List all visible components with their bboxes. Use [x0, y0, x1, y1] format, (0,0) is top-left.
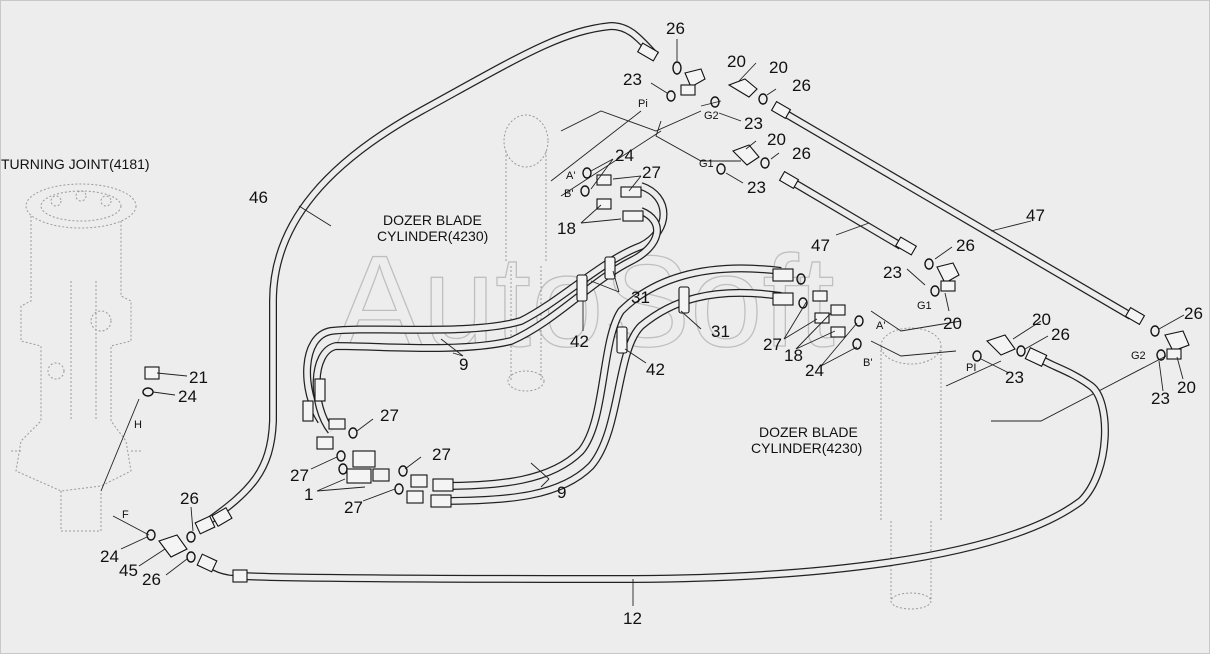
callout-9: 9	[459, 355, 468, 374]
callout-20: 20	[767, 130, 786, 149]
clamps	[576, 256, 690, 354]
callout-18: 18	[784, 346, 803, 365]
port-pi-top: Pi	[638, 98, 648, 110]
callout-42: 42	[570, 332, 589, 351]
callout-23: 23	[1005, 368, 1024, 387]
fittings-manifold	[302, 378, 454, 508]
hose-47-short	[788, 177, 904, 250]
hose-12	[200, 355, 1109, 584]
callout-45: 45	[119, 561, 138, 580]
right-cylinder-drawing	[880, 327, 942, 610]
turning-joint-drawing	[11, 183, 141, 532]
callout-23: 23	[744, 114, 763, 133]
callout-26: 26	[792, 76, 811, 95]
callout-20: 20	[727, 52, 746, 71]
port-b-right: B'	[863, 357, 872, 369]
callout-9: 9	[557, 483, 566, 502]
callout-27: 27	[290, 466, 309, 485]
port-h: H	[134, 419, 142, 431]
left-cylinder-title-line1: DOZER BLADE	[383, 212, 482, 228]
port-a-left: A'	[566, 170, 575, 182]
callout-26: 26	[666, 19, 685, 38]
port-b-left: B'	[564, 188, 573, 200]
callout-26: 26	[1051, 325, 1070, 344]
callout-20: 20	[769, 58, 788, 77]
callout-26: 26	[956, 236, 975, 255]
hoses-9-lower	[440, 264, 782, 505]
fittings-turning-joint	[142, 366, 248, 583]
callout-26: 26	[180, 489, 199, 508]
hose-47-long	[778, 107, 1134, 320]
hose-46	[203, 21, 659, 527]
port-a-right: A'	[876, 320, 885, 332]
callout-47: 47	[1026, 206, 1045, 225]
callout-23: 23	[883, 263, 902, 282]
left-cylinder-drawing	[503, 114, 549, 392]
callout-27: 27	[432, 445, 451, 464]
callout-46: 46	[249, 188, 268, 207]
callout-26: 26	[1184, 304, 1203, 323]
callout-24: 24	[100, 547, 119, 566]
callout-23: 23	[1151, 389, 1170, 408]
callout-12: 12	[623, 609, 642, 628]
callout-24: 24	[805, 361, 824, 380]
callout-leaders	[100, 39, 1185, 606]
callout-31: 31	[631, 288, 650, 307]
callout-27: 27	[380, 406, 399, 425]
fittings-left-block	[580, 167, 644, 222]
callout-1: 1	[304, 485, 313, 504]
turning-joint-title: TURNING JOINT(4181)	[1, 156, 150, 172]
callout-20: 20	[1032, 310, 1051, 329]
port-f: F	[122, 509, 129, 521]
port-g2-right: G2	[1131, 350, 1146, 362]
port-pi-right: PI	[966, 362, 976, 374]
callout-23: 23	[747, 178, 766, 197]
left-cylinder-title-line2: CYLINDER(4230)	[377, 228, 488, 244]
callout-47: 47	[811, 236, 830, 255]
right-cylinder-title-line1: DOZER BLADE	[759, 424, 858, 440]
callout-24: 24	[178, 387, 197, 406]
callout-31: 31	[711, 322, 730, 341]
port-g1-right: G1	[917, 300, 932, 312]
callout-24: 24	[615, 146, 634, 165]
fittings-right	[772, 236, 1190, 367]
callout-27: 27	[642, 163, 661, 182]
callout-21: 21	[189, 368, 208, 387]
callout-27: 27	[763, 335, 782, 354]
callout-23: 23	[623, 70, 642, 89]
callout-numbers: 26 20 23 20 26 23 20 26 23 24 27 18 46 4…	[100, 19, 1203, 628]
port-g1-top: G1	[699, 158, 714, 170]
hoses-9-upper	[303, 182, 668, 434]
fittings-top	[636, 42, 800, 190]
right-cylinder-title-line2: CYLINDER(4230)	[751, 440, 862, 456]
port-g2-top: G2	[704, 110, 719, 122]
callout-26: 26	[792, 144, 811, 163]
callout-42: 42	[646, 360, 665, 379]
callout-20: 20	[1177, 378, 1196, 397]
callout-26: 26	[142, 570, 161, 589]
callout-18: 18	[557, 219, 576, 238]
callout-20: 20	[943, 314, 962, 333]
callout-27: 27	[344, 498, 363, 517]
